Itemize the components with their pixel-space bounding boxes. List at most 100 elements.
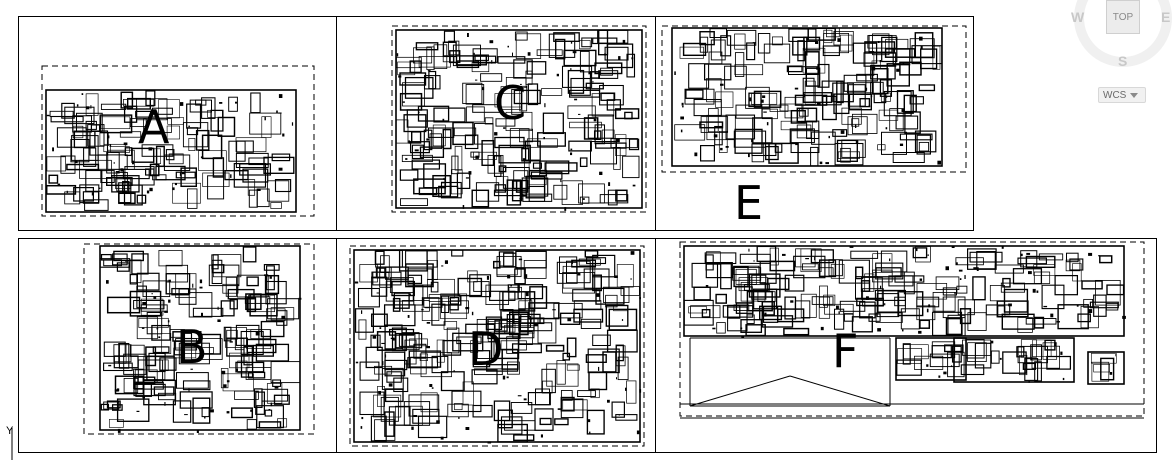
room (942, 287, 958, 296)
plan-outline (895, 337, 967, 381)
wcs-menu[interactable]: WCS (1098, 87, 1146, 103)
room (588, 371, 608, 391)
fixture (964, 275, 966, 279)
fixture (467, 33, 469, 37)
room (597, 29, 629, 44)
fixture (1028, 271, 1032, 275)
room (1020, 250, 1038, 268)
fixture (588, 71, 593, 75)
fixture (748, 248, 750, 252)
fixture (158, 336, 161, 339)
fixture (902, 62, 905, 65)
room (822, 45, 840, 57)
site-boundaries (41, 25, 1145, 447)
fixture (512, 52, 513, 56)
room (404, 76, 434, 99)
room (850, 250, 879, 259)
fixture (915, 248, 918, 252)
room (474, 368, 503, 376)
room (405, 263, 434, 288)
room (100, 403, 110, 411)
room (556, 360, 566, 385)
fixture (491, 60, 493, 64)
fixture (381, 342, 385, 344)
room (432, 124, 446, 147)
fixture (879, 60, 881, 63)
fixture (411, 426, 414, 430)
room (423, 75, 441, 90)
ucs-icon: Y (6, 425, 14, 460)
room (916, 134, 931, 155)
fixture (210, 409, 214, 413)
room (207, 109, 223, 118)
room (1038, 253, 1064, 261)
room (896, 90, 914, 114)
room (46, 156, 66, 172)
fixture (167, 320, 170, 323)
fixture (291, 122, 294, 126)
viewcube-east[interactable]: E (1161, 9, 1171, 25)
room (864, 273, 875, 292)
room (841, 139, 866, 158)
room (498, 144, 531, 164)
room (794, 300, 811, 319)
viewcube-top-face[interactable]: TOP (1106, 0, 1140, 34)
fixture (901, 108, 905, 112)
fixture (425, 307, 429, 309)
fixture (200, 156, 204, 159)
room (420, 352, 452, 378)
fixture (825, 162, 829, 165)
fixture (1008, 303, 1012, 307)
room (957, 299, 975, 316)
room (561, 65, 593, 88)
viewcube[interactable]: TOP W E S (1068, 0, 1172, 110)
floor-plans (45, 27, 1144, 444)
viewcube-west[interactable]: W (1071, 9, 1085, 25)
room (118, 192, 136, 205)
room (187, 188, 198, 209)
fixture (382, 361, 384, 365)
fixture (573, 315, 575, 319)
room (153, 148, 161, 165)
room (976, 251, 996, 270)
viewcube-south[interactable]: S (1118, 53, 1128, 69)
fixture (574, 98, 578, 101)
fixture (1026, 252, 1031, 255)
room (264, 409, 273, 417)
room (402, 300, 430, 312)
room (420, 392, 438, 413)
room (788, 28, 817, 42)
room (440, 371, 465, 392)
room (443, 30, 456, 43)
room (762, 306, 779, 323)
room (710, 39, 726, 61)
room (569, 121, 602, 129)
room (962, 339, 992, 356)
room (476, 334, 495, 359)
room (716, 322, 726, 334)
fixture (1036, 290, 1039, 293)
room (454, 146, 463, 171)
fixture (520, 83, 522, 85)
room (545, 344, 565, 352)
room (856, 297, 884, 307)
room (839, 34, 853, 52)
fixture (229, 341, 233, 343)
room (834, 142, 864, 166)
room (810, 146, 819, 167)
room (796, 107, 818, 123)
room (821, 80, 842, 106)
room (735, 302, 754, 314)
room (237, 360, 248, 373)
fixture (926, 364, 929, 367)
fixture (465, 307, 470, 310)
room (579, 50, 590, 73)
fixture (871, 66, 876, 71)
room (972, 276, 986, 301)
room (796, 124, 812, 139)
room (1106, 284, 1125, 296)
room (877, 290, 906, 313)
fixture (763, 111, 767, 113)
fixture (418, 111, 420, 114)
